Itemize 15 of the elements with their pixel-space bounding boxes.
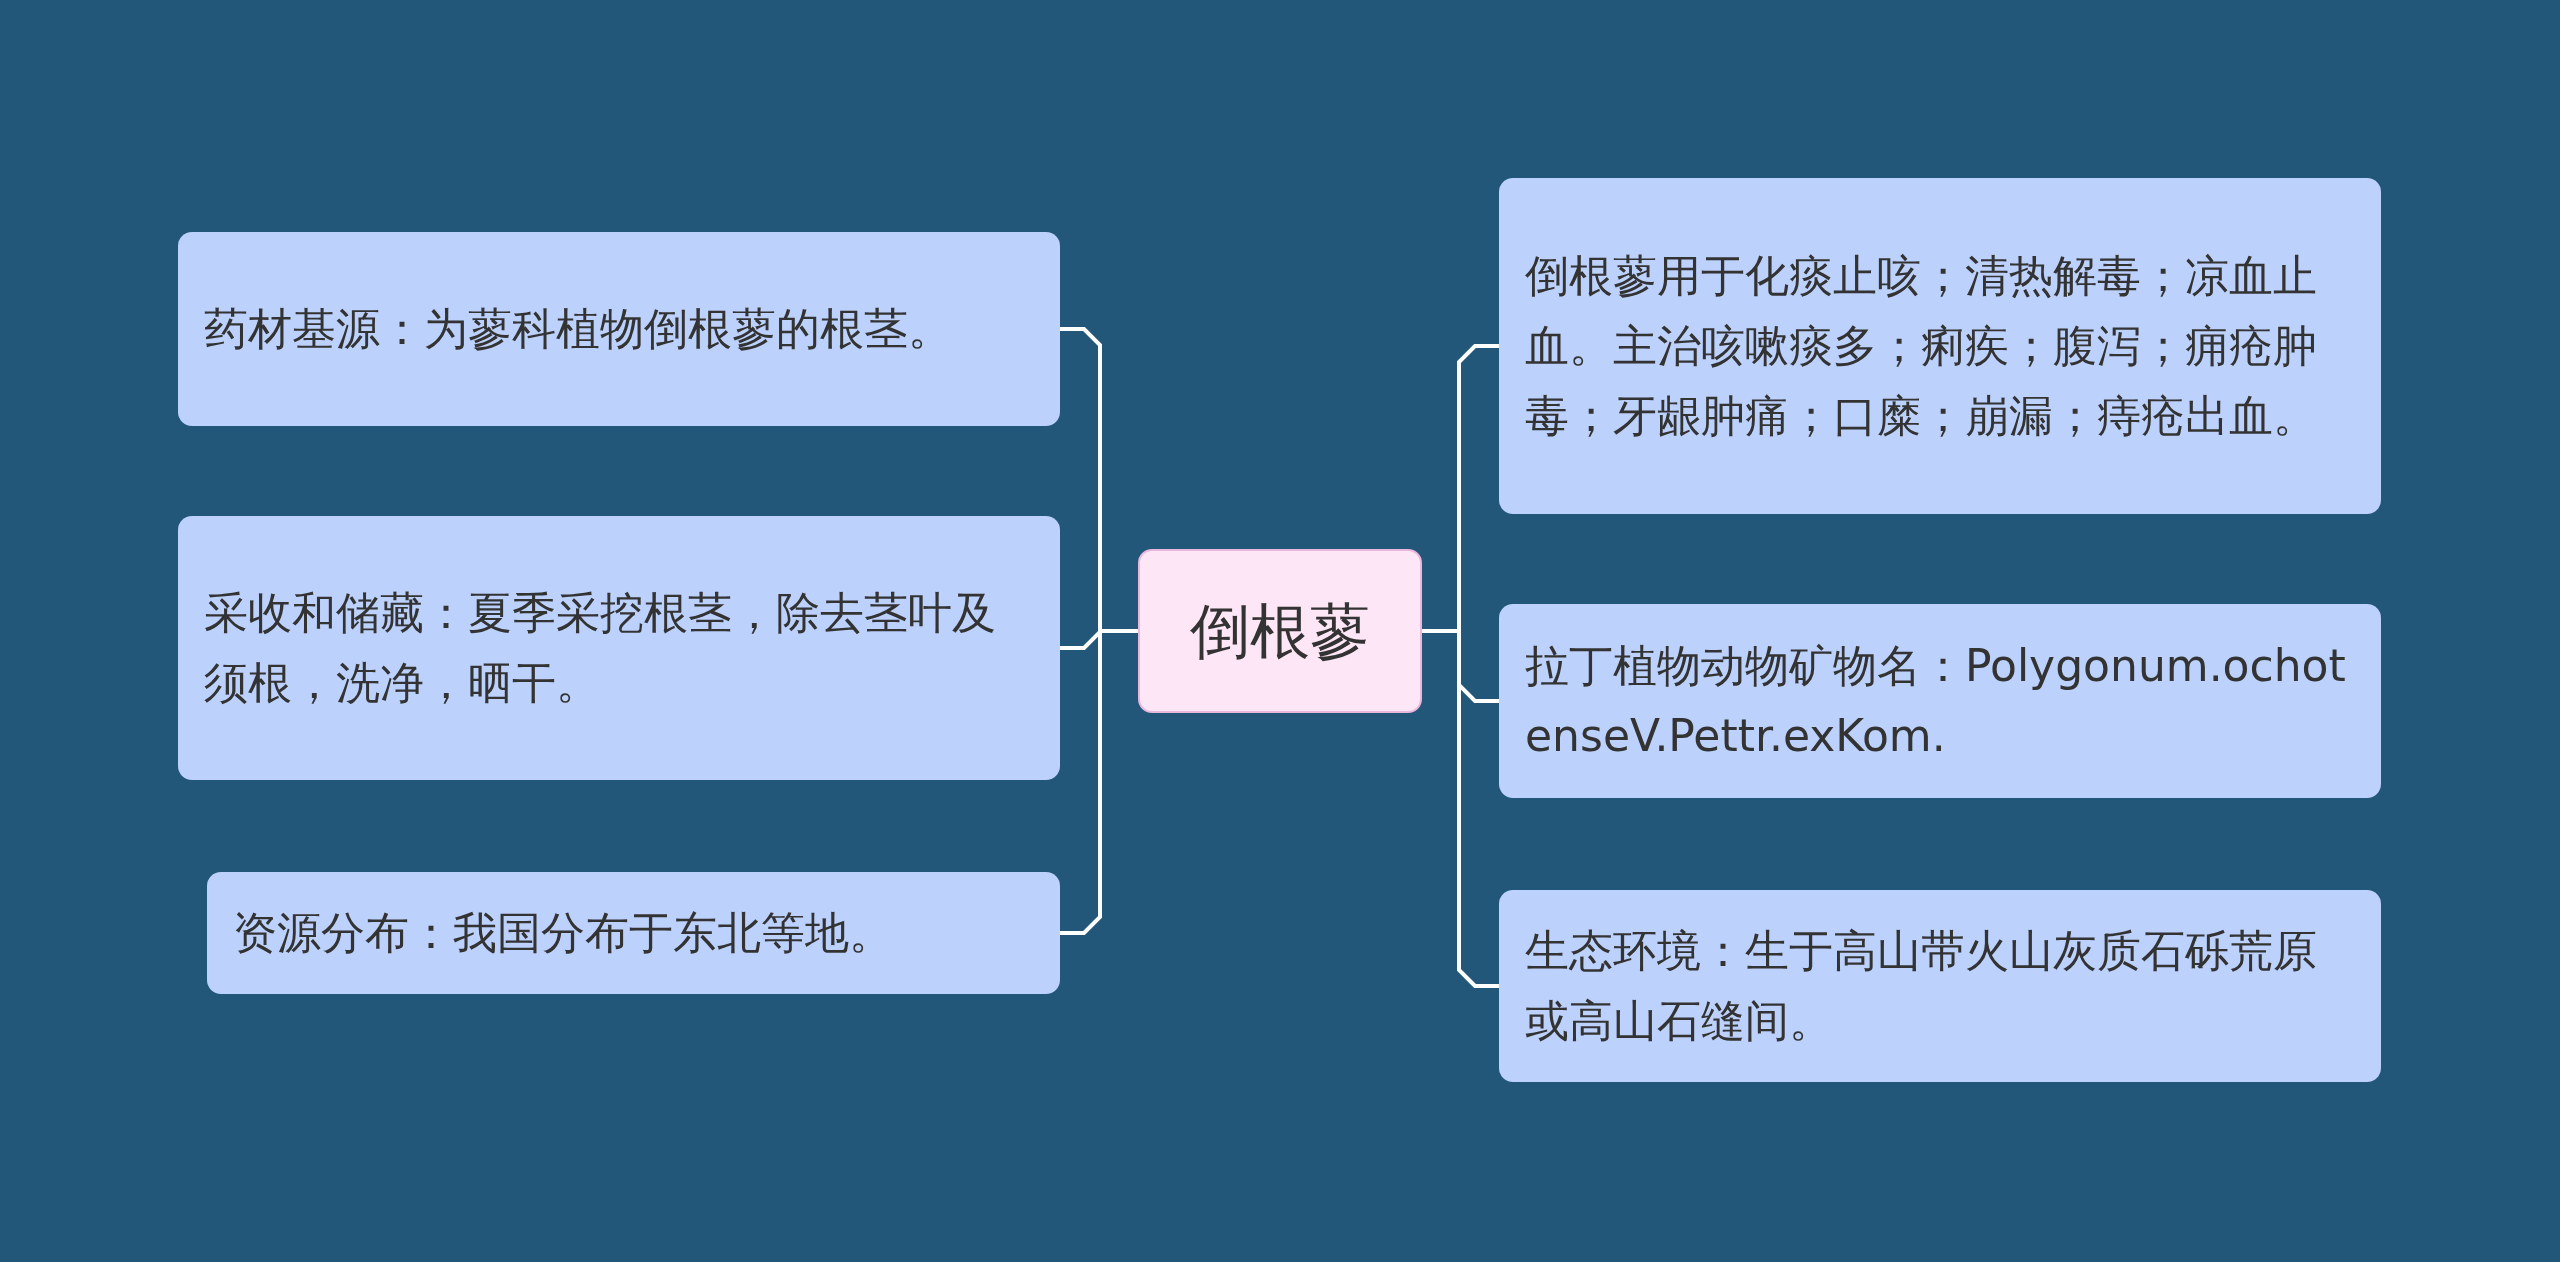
topic-text: 采收和储藏：夏季采挖根茎，除去茎叶及须根，洗净，晒干。 (204, 586, 997, 710)
topic-box (178, 232, 1060, 426)
topic-text: 倒根蓼用于化痰止咳；清热解毒；凉血止血。主治咳嗽痰多；痢疾；腹泻；痈疮肿毒；牙龈肿痛；口糜；崩漏；痔疮出血。 (1525, 249, 2318, 443)
central-topic-box (1138, 549, 1422, 713)
topic-box (178, 516, 1060, 780)
topic-text: 生态环境：生于高山带火山灰质石砾荒原或高山石缝间。 (1525, 924, 2318, 1048)
connector-line (1422, 629, 1499, 988)
topic-text: 拉丁植物动物矿物名：Polygonum.ochotenseV.Pettr.exKom. (1525, 639, 2347, 763)
topic-text: 资源分布：我国分布于东北等地。 (233, 906, 893, 960)
topic-box (1499, 178, 2381, 514)
topic-text: 药材基源：为蓼科植物倒根蓼的根茎。 (204, 302, 952, 356)
topic-box (1499, 604, 2381, 798)
topic-text: 倒根蓼 (1190, 596, 1370, 666)
topic-box (207, 872, 1060, 994)
topic-box (1499, 890, 2381, 1082)
